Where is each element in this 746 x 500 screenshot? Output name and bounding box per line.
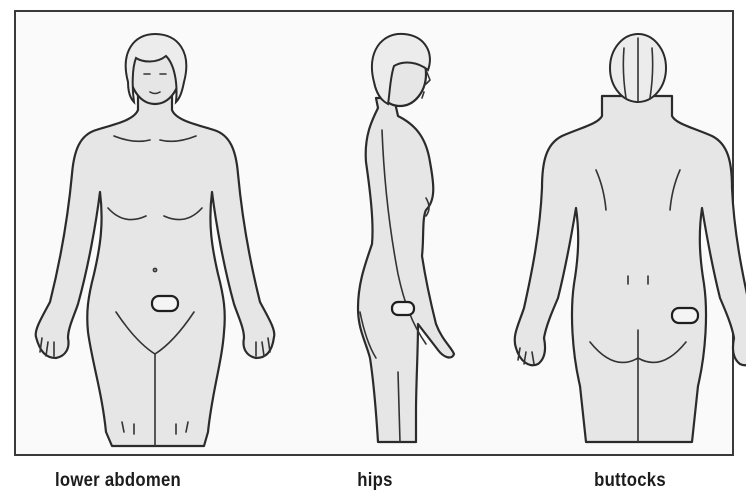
side-view-figure: [266, 12, 496, 458]
front-body-drawing: [16, 12, 276, 458]
label-lower-abdomen: lower abdomen: [39, 470, 197, 492]
back-view-figure: [494, 12, 736, 458]
front-view-figure: [16, 12, 276, 458]
label-hips: hips: [340, 470, 410, 492]
injection-site-lower-abdomen: [152, 296, 178, 311]
injection-site-buttock: [672, 308, 698, 323]
side-body-outline: [358, 98, 454, 442]
back-body-drawing: [494, 12, 736, 458]
injection-site-hip: [392, 302, 414, 315]
back-body-outline: [515, 96, 746, 442]
label-buttocks: buttocks: [568, 470, 691, 492]
side-body-drawing: [266, 12, 496, 458]
diagram-frame: [14, 10, 734, 456]
